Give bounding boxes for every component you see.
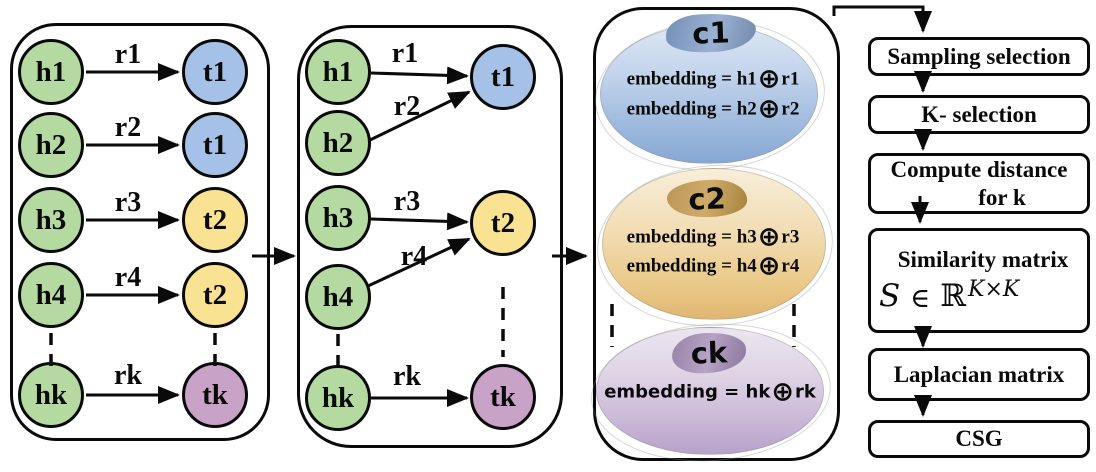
- p2-node-tk: tk: [470, 364, 536, 430]
- embedding-text: embedding = h1: [626, 68, 757, 89]
- embedding-line-c1-1: embedding = h1⊕r1: [627, 66, 800, 93]
- flow-step-sampling-selection: Sampling selection: [868, 37, 1090, 76]
- cluster-badge-c2-label: c2: [687, 180, 727, 217]
- math-S: S: [879, 277, 901, 314]
- oplus-icon: ⊕: [757, 221, 781, 253]
- embedding-line-ck: embedding = hk⊕ rk: [604, 379, 816, 406]
- embedding-line-c1-2: embedding = h2 ⊕r2: [627, 96, 800, 123]
- p2-rel-label-r1: r1: [391, 38, 419, 69]
- embedding-line-c2-1: embedding = h3 ⊕r3: [627, 224, 800, 251]
- cluster-badge-ck-label: ck: [690, 335, 728, 371]
- flow-step-label: Similarity matrix: [897, 247, 1069, 273]
- embedding-text: r4: [781, 255, 800, 276]
- p1-node-h2: h2: [18, 112, 84, 178]
- flow-step-laplacian-matrix: Laplacian matrix: [868, 348, 1090, 401]
- p1-node-h1: h1: [18, 39, 84, 105]
- p1-node-t1a: t1: [182, 39, 248, 105]
- p1-rel-label-r4: r4: [114, 262, 142, 293]
- embedding-text: embedding = h4: [626, 255, 757, 276]
- p2-node-t1: t1: [470, 44, 536, 110]
- connector-to-flow-arrow: [832, 5, 932, 33]
- oplus-icon: ⊕: [757, 63, 781, 95]
- embedding-text: embedding = h3: [626, 226, 757, 247]
- flow-step-similarity-matrix: Similarity matrix S ∈ ℝ K×K: [868, 228, 1090, 333]
- embedding-text: r3: [781, 226, 800, 247]
- math-real-set: ℝ: [940, 277, 967, 314]
- embedding-text: embedding = h2: [626, 98, 757, 119]
- embedding-text: r1: [781, 68, 800, 89]
- p1-node-t2b: t2: [182, 262, 248, 328]
- similarity-matrix-formula: S ∈ ℝ K×K: [879, 276, 1020, 315]
- p1-rel-label-r3: r3: [114, 187, 142, 218]
- oplus-icon: ⊕: [757, 250, 781, 282]
- p1-rel-label-r2: r2: [114, 112, 142, 143]
- embedding-text: embedding = hk: [604, 381, 771, 403]
- flow-step-label: CSG: [955, 426, 1003, 452]
- p1-rel-label-r1: r1: [114, 39, 142, 70]
- p2-node-h3: h3: [305, 185, 371, 251]
- flow-step-csg: CSG: [868, 420, 1090, 458]
- oplus-icon: ⊕: [771, 376, 794, 408]
- p1-rel-label-rk: rk: [114, 360, 142, 391]
- p1-node-hk: hk: [18, 362, 84, 428]
- p1-node-h4: h4: [18, 262, 84, 328]
- flow-step-label-line1: Compute distance: [890, 156, 1068, 182]
- math-superscript: K×K: [968, 276, 1020, 302]
- embedding-text: r2: [781, 98, 800, 119]
- flow-step-label: Laplacian matrix: [893, 361, 1065, 387]
- embedding-line-c2-2: embedding = h4 ⊕r4: [627, 253, 800, 280]
- p2-node-t2: t2: [470, 190, 536, 256]
- cluster-badge-c1-label: c1: [691, 15, 731, 51]
- p2-rel-label-rk: rk: [393, 361, 421, 392]
- p1-node-t1b: t1: [182, 112, 248, 178]
- p2-rel-label-r2: r2: [393, 91, 421, 122]
- p1-node-t2a: t2: [182, 187, 248, 253]
- embedding-text: rk: [794, 381, 816, 403]
- p2-node-h2: h2: [305, 110, 371, 176]
- p2-rel-label-r3: r3: [393, 186, 421, 217]
- math-element-of: ∈: [910, 282, 931, 314]
- p2-rel-label-r4: r4: [400, 241, 428, 272]
- p2-node-hk: hk: [305, 365, 371, 431]
- p2-node-h4: h4: [305, 264, 371, 330]
- p2-node-h1: h1: [305, 39, 371, 105]
- flow-step-k-selection: K- selection: [868, 95, 1090, 134]
- p1-node-h3: h3: [18, 187, 84, 253]
- flow-step-label-line2: for k: [978, 184, 1026, 210]
- flow-step-label: K- selection: [921, 101, 1037, 127]
- oplus-icon: ⊕: [757, 93, 781, 125]
- flow-step-compute-distance: Compute distance for k: [868, 153, 1090, 214]
- flow-step-label: Sampling selection: [887, 43, 1071, 69]
- p1-node-tk: tk: [182, 362, 248, 428]
